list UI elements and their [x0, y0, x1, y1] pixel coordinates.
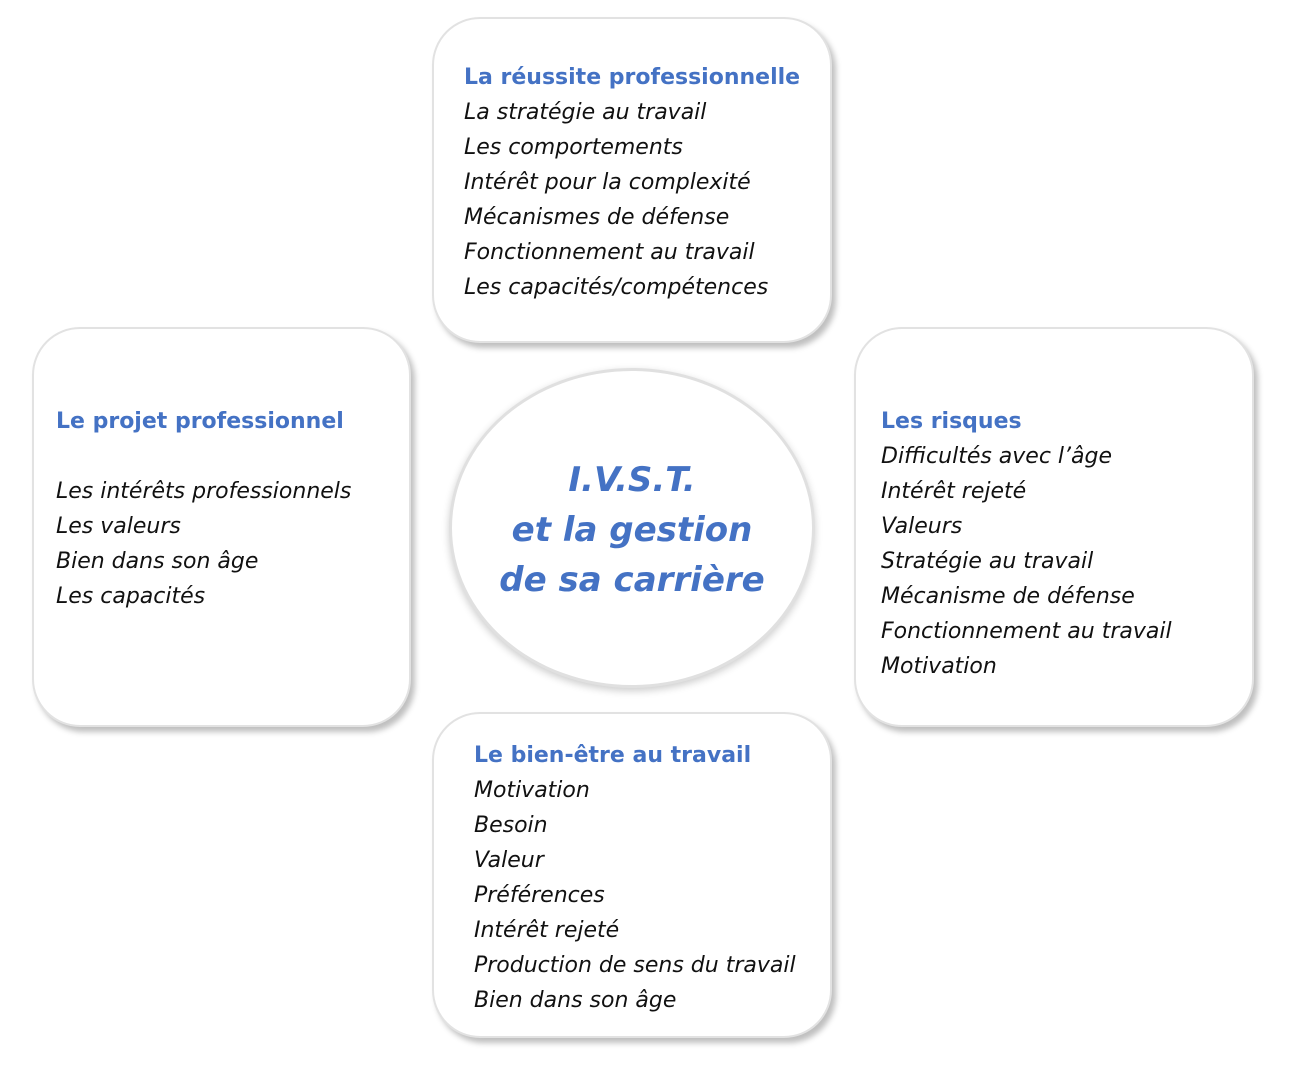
box-risques: [854, 327, 1254, 727]
list-item: Intérêt rejeté: [881, 479, 1027, 504]
list-item: Les capacités: [56, 584, 206, 609]
list-item: Motivation: [881, 654, 997, 679]
center-line: I.V.S.T.: [568, 460, 696, 500]
center-line: de sa carrière: [499, 560, 765, 600]
list-item: Stratégie au travail: [881, 549, 1094, 574]
list-item: La stratégie au travail: [464, 100, 707, 125]
list-item: Intérêt pour la complexité: [464, 170, 751, 195]
list-item: Les comportements: [464, 135, 683, 160]
list-item: Les valeurs: [56, 514, 181, 539]
list-item: Fonctionnement au travail: [881, 619, 1172, 644]
list-item: Fonctionnement au travail: [464, 240, 755, 265]
list-item: Intérêt rejeté: [474, 918, 620, 943]
center-title: I.V.S.T. et la gestion de sa carrière: [449, 455, 815, 605]
projet-title: Le projet professionnel: [56, 409, 344, 434]
list-item: Valeurs: [881, 514, 963, 539]
list-item: Les capacités/compétences: [464, 275, 769, 300]
list-item: Mécanismes de défense: [464, 205, 730, 230]
list-item: Mécanisme de défense: [881, 584, 1135, 609]
reussite-title: La réussite professionnelle: [464, 65, 801, 90]
bien-etre-title: Le bien-être au travail: [474, 743, 752, 768]
list-item: Préférences: [474, 883, 605, 908]
box-reussite-professionnelle: [432, 17, 832, 343]
list-item: Production de sens du travail: [474, 953, 796, 978]
list-item: Bien dans son âge: [474, 988, 677, 1013]
list-item: Bien dans son âge: [56, 549, 259, 574]
risques-title: Les risques: [881, 409, 1022, 434]
list-item: Besoin: [474, 813, 548, 838]
list-item: Motivation: [474, 778, 590, 803]
center-ellipse: [449, 368, 815, 688]
list-item: Valeur: [474, 848, 544, 873]
list-item: Difficultés avec l’âge: [881, 444, 1113, 469]
center-line: et la gestion: [511, 510, 753, 550]
box-projet-professionnel: [32, 327, 411, 727]
list-item: Les intérêts professionnels: [56, 479, 352, 504]
reussite-content: La réussite professionnelle La stratégie…: [464, 60, 800, 305]
projet-content: Le projet professionnel Les intérêts pro…: [56, 404, 351, 614]
box-bien-etre: [432, 712, 832, 1038]
